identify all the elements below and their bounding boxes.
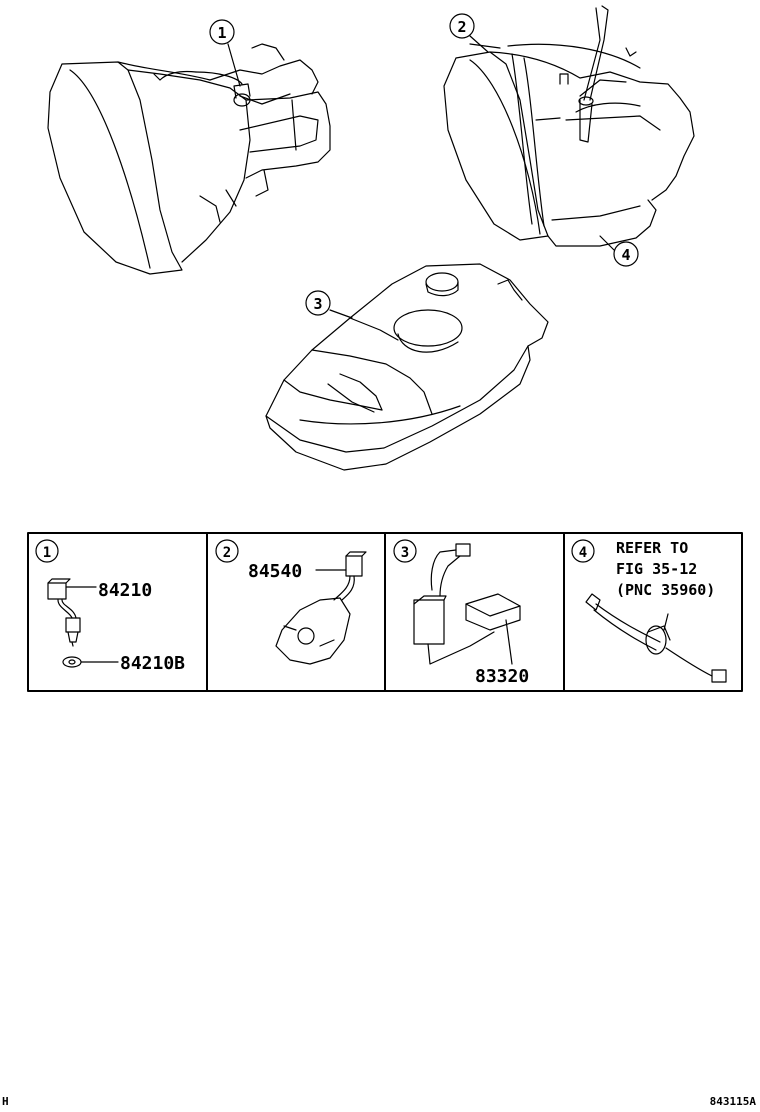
- callout-labels: 1 2 3 4: [217, 18, 630, 313]
- callout-1: [209, 19, 241, 87]
- panel-2: 2 84540: [223, 545, 302, 582]
- switch-84540-drawing: [275, 551, 367, 665]
- callout-3-number: 3: [313, 295, 322, 313]
- refer-note-line-3: (PNC 35960): [616, 581, 715, 599]
- callout-3: [305, 290, 353, 319]
- switch-84210-drawing: [47, 578, 119, 668]
- footer-left-code: H: [2, 1095, 9, 1108]
- panel-1-number: 1: [43, 545, 51, 561]
- refer-note-line-2: FIG 35-12: [616, 560, 697, 578]
- panel-4-number: 4: [579, 545, 587, 561]
- automatic-transmission-illustration: [443, 5, 695, 247]
- callout-1-number: 1: [217, 24, 226, 42]
- fuel-tank-illustration: [265, 263, 549, 471]
- callout-2: [449, 13, 489, 53]
- sender-83320-drawing: [413, 543, 521, 665]
- parts-table: [27, 532, 743, 692]
- part-number-83320: 83320: [475, 666, 529, 687]
- part-number-84210: 84210: [98, 580, 152, 601]
- part-number-84540: 84540: [248, 561, 302, 582]
- manual-transmission-illustration: [47, 43, 331, 275]
- part-number-84210b: 84210B: [120, 653, 185, 674]
- harness-35960-drawing: [585, 593, 727, 683]
- figure-id: 843115A: [709, 1095, 756, 1108]
- panel-1: 1 84210 84210B: [43, 545, 185, 674]
- panel-4: 4 REFER TO FIG 35-12 (PNC 35960): [579, 539, 716, 599]
- panel-3-number: 3: [401, 545, 409, 561]
- callout-4-number: 4: [621, 246, 630, 264]
- callout-2-number: 2: [457, 18, 466, 36]
- panel-3: 3 83320: [401, 545, 529, 687]
- refer-note-line-1: REFER TO: [616, 539, 688, 557]
- panel-2-number: 2: [223, 545, 231, 561]
- callout-4: [599, 235, 639, 267]
